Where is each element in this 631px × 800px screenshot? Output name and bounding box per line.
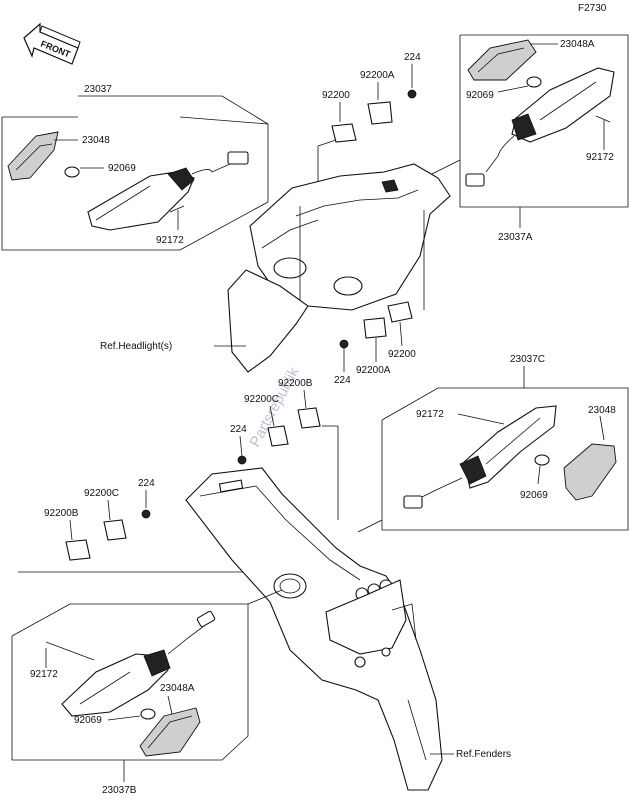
bulb-label: 92069	[108, 163, 136, 174]
clip-label: 92200	[322, 90, 350, 101]
lens-23048a	[467, 39, 537, 81]
connector	[196, 610, 216, 628]
screw-label: 92172	[156, 235, 184, 246]
screw-label: 92172	[586, 152, 614, 163]
front-arrow-icon: FRONT	[23, 22, 81, 65]
screw-label: 92172	[30, 669, 58, 680]
nut-label: 224	[334, 375, 351, 386]
bulb-92069	[140, 708, 156, 720]
bulb-label: 92069	[466, 90, 494, 101]
clip-b-label: 92200B	[44, 508, 79, 519]
turn-signal-group-23037b: 23037B 92172 92069 23048A	[11, 589, 283, 796]
nut-icon	[407, 89, 417, 99]
figure-code: F2730	[578, 3, 607, 14]
bulb-label: 92069	[520, 490, 548, 501]
lower-front-fasteners: 92200 92200A 224	[334, 210, 425, 386]
clip-icon	[331, 123, 357, 143]
fenders-ref-label: Ref.Fenders	[456, 749, 511, 760]
lens-label: 23048A	[160, 683, 195, 694]
assembly-label: 23037B	[102, 785, 137, 796]
nut-icon	[237, 455, 247, 465]
clip-c-label: 92200C	[84, 488, 119, 499]
bulb-92069	[534, 454, 550, 466]
connector	[403, 495, 423, 509]
clip-a-label: 92200A	[360, 70, 395, 81]
turn-signal-group-23037: 23037 23048 92069 92172	[1, 84, 269, 251]
assembly-label: 23037C	[510, 354, 545, 365]
group-frame	[381, 387, 629, 531]
group-frame	[1, 95, 269, 251]
headlight-cowl: Ref.Headlight(s)	[100, 163, 451, 373]
clip-b-icon	[65, 539, 91, 561]
bulb-92069	[526, 76, 542, 88]
headlight-ref-label: Ref.Headlight(s)	[100, 341, 172, 352]
clip-a-icon	[363, 317, 387, 339]
clip-label: 92200	[388, 349, 416, 360]
clip-c-icon	[267, 425, 289, 447]
group-frame	[459, 34, 629, 208]
connector	[227, 151, 249, 165]
connector	[465, 173, 485, 187]
rear-upper-fasteners: 92200B 92200C 224	[230, 378, 339, 520]
turn-signal-group-23037a: 23037A 23048A 92069 92172	[419, 34, 629, 243]
signal-body	[463, 405, 557, 489]
lens-label: 23048	[588, 405, 616, 416]
bulb-label: 92069	[74, 715, 102, 726]
nut-label: 224	[404, 52, 421, 63]
lens-23048	[7, 131, 59, 181]
nut-label: 224	[138, 478, 155, 489]
signal-body	[61, 653, 169, 717]
screw-label: 92172	[416, 409, 444, 420]
assembly-label: 23037	[84, 84, 112, 95]
signal-body	[87, 171, 195, 231]
assembly-label: 23037A	[498, 232, 533, 243]
rear-fender: Ref.Fenders	[185, 467, 511, 791]
nut-icon	[339, 339, 349, 349]
nut-icon	[141, 509, 151, 519]
clip-b-icon	[297, 407, 321, 429]
clip-icon	[387, 301, 413, 323]
rear-lower-fasteners: 224 92200C 92200B	[18, 478, 337, 573]
lens-label: 23048	[82, 135, 110, 146]
bulb-92069	[64, 166, 80, 178]
lens-23048	[563, 443, 617, 501]
clip-c-label: 92200C	[244, 394, 279, 405]
lens-label: 23048A	[560, 39, 595, 50]
turn-signal-group-23037c: 23037C 92172 92069 23048	[357, 354, 629, 533]
clip-c-icon	[103, 519, 127, 541]
clip-b-label: 92200B	[278, 378, 313, 389]
lens-23048a	[139, 707, 201, 757]
clip-a-label: 92200A	[356, 365, 391, 376]
group-frame	[11, 603, 249, 761]
clip-a-icon	[367, 101, 393, 125]
nut-label: 224	[230, 424, 247, 435]
